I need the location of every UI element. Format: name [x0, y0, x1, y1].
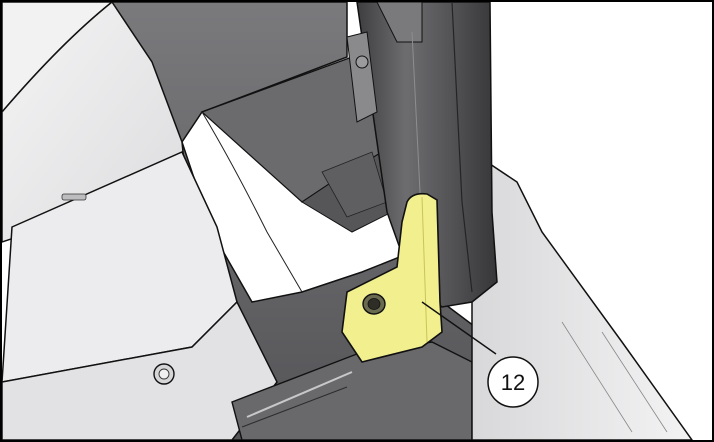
vertical-post: [346, 2, 498, 308]
bolt-head: [153, 363, 175, 385]
left-cover: [2, 2, 278, 440]
highlighted-bracket: [341, 192, 443, 363]
callout-12: 12: [421, 301, 539, 408]
callout-number: 12: [501, 370, 525, 395]
callout-circle: [487, 356, 539, 408]
leader-line: [421, 301, 497, 355]
bracket-hole: [362, 293, 386, 315]
